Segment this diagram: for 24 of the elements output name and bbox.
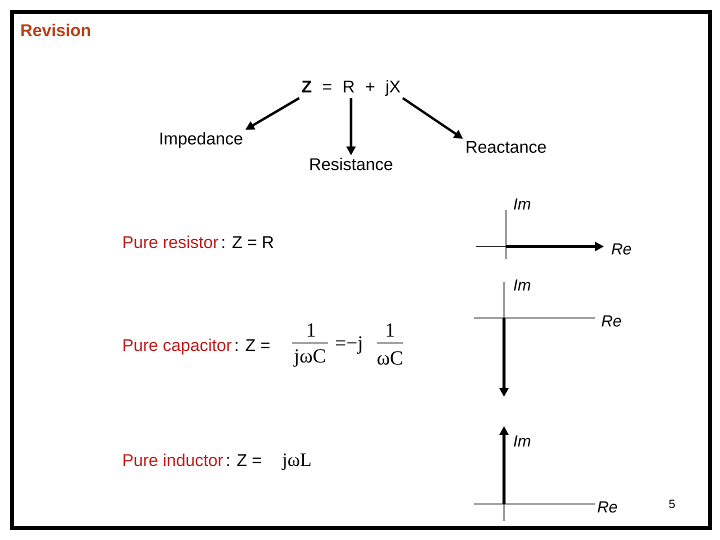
term-label: Resistance <box>310 158 392 170</box>
equation-text: : Z = <box>227 454 261 466</box>
term-label: Reactance <box>466 141 546 153</box>
page-number: 5 <box>669 500 675 508</box>
equation: Z = R + jX <box>302 80 400 96</box>
equation-text: 1 <box>308 323 315 337</box>
equation-text: : Z = <box>236 339 270 351</box>
title: Revision <box>21 24 90 36</box>
equation-text: =−j <box>336 336 362 354</box>
term-label: Impedance <box>160 132 242 148</box>
axis-label: Im <box>514 198 530 210</box>
equation-text: jωC <box>293 349 325 367</box>
axis-label: Re <box>598 501 618 513</box>
equation-text: ωC <box>378 351 402 365</box>
component-label: Pure inductor <box>124 454 223 466</box>
component-label: Pure resistor <box>124 236 218 248</box>
equation-text: 1 <box>386 323 394 337</box>
axis-label: Re <box>602 315 622 327</box>
equation-text: jωL <box>282 453 310 470</box>
equation-text: : Z = R <box>222 236 274 248</box>
axis-label: Im <box>514 435 530 446</box>
component-label: Pure capacitor <box>124 338 232 355</box>
axis-label: Im <box>514 280 530 290</box>
axis-label: Re <box>612 243 632 255</box>
